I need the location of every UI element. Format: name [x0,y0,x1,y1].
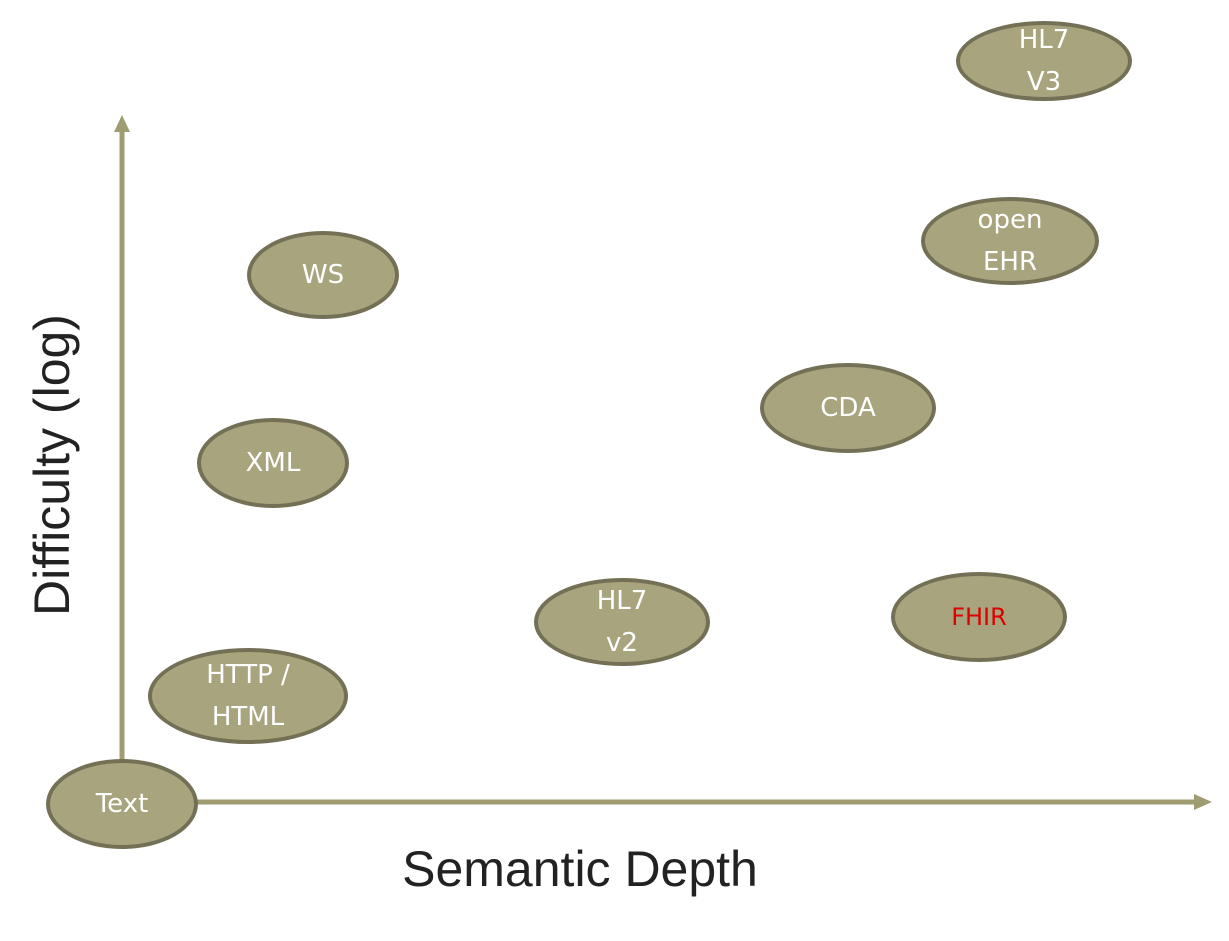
node-xml: XML [197,418,349,508]
node-cda: CDA [760,363,936,453]
node-http-html: HTTP / HTML [148,648,348,744]
node-fhir: FHIR [891,572,1067,662]
x-axis-arrow-icon [1194,794,1212,810]
y-axis-label: Difficulty (log) [24,314,80,616]
node-hl7-v2: HL7 v2 [534,578,710,666]
node-openehr: open EHR [921,197,1099,285]
node-text: Text [46,759,198,849]
y-axis-arrow-icon [114,115,130,132]
node-hl7-v3: HL7 V3 [956,21,1132,101]
node-ws: WS [247,231,399,319]
x-axis-label: Semantic Depth [402,841,758,897]
